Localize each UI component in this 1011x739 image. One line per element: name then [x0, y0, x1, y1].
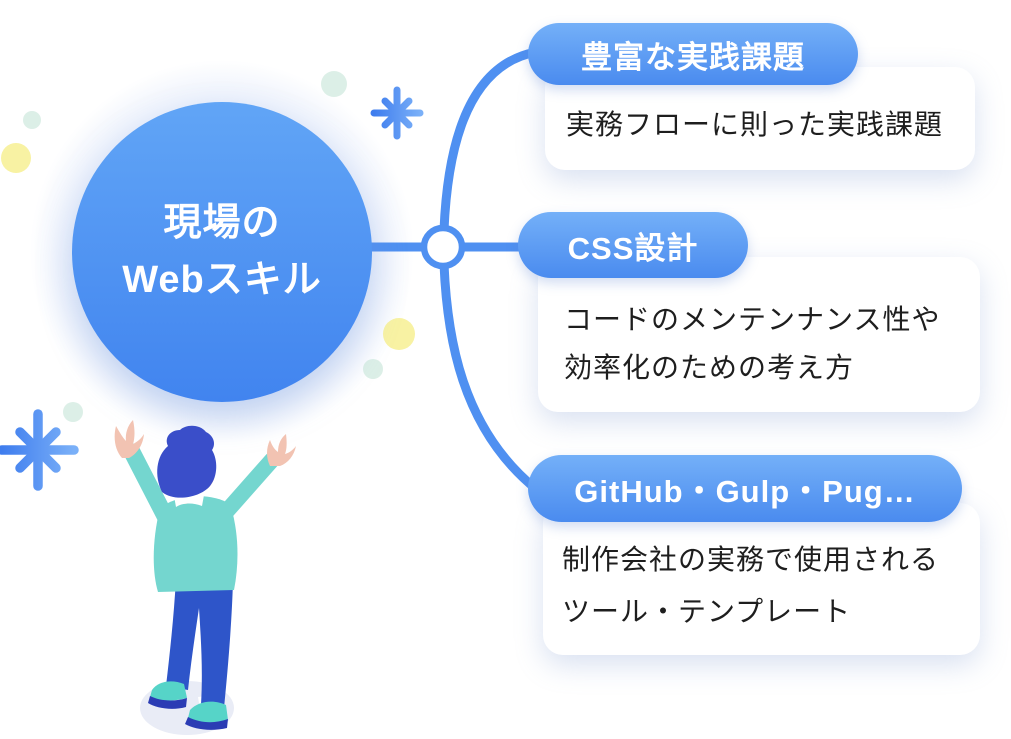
hub-node [420, 224, 466, 270]
line-node-to-branch1 [439, 47, 541, 235]
person-illustration [114, 420, 296, 735]
dot-yellow-right [383, 318, 415, 350]
central-topic-line2: Webスキル [122, 259, 322, 301]
branch-title-2: CSS設計 [567, 230, 699, 266]
branch-pill-1: 豊富な実践課題 [528, 23, 858, 85]
branch-title-1: 豊富な実践課題 [581, 39, 805, 75]
branch-description-2: コードのメンテンナンス性や 効率化のための考え方 [564, 304, 941, 383]
sparkle-icon-large [0, 409, 79, 491]
dot-mint-right [363, 359, 383, 379]
dot-mint-top [321, 71, 347, 97]
person-hair [157, 425, 217, 498]
branch-title-3: GitHub・Gulp・Pug… [574, 474, 916, 509]
branch-card-3 [543, 503, 980, 655]
dot-mint-upper-left [23, 111, 41, 129]
sparkle-icon-small [370, 86, 424, 140]
branch-card-2 [538, 257, 980, 412]
branch-pill-2: CSS設計 [518, 212, 748, 278]
dot-yellow-left [1, 143, 31, 173]
branch-description-3: 制作会社の実務で使用される ツール・テンプレート [562, 544, 940, 627]
central-topic-line1: 現場の [163, 202, 281, 244]
branch-description-1: 実務フローに則った実践課題 [566, 109, 944, 140]
line-node-to-branch3 [439, 259, 541, 494]
branch-pill-3: GitHub・Gulp・Pug… [528, 455, 962, 522]
central-topic-circle: 現場の Webスキル [72, 102, 372, 402]
dot-mint-lower-left [63, 402, 83, 422]
